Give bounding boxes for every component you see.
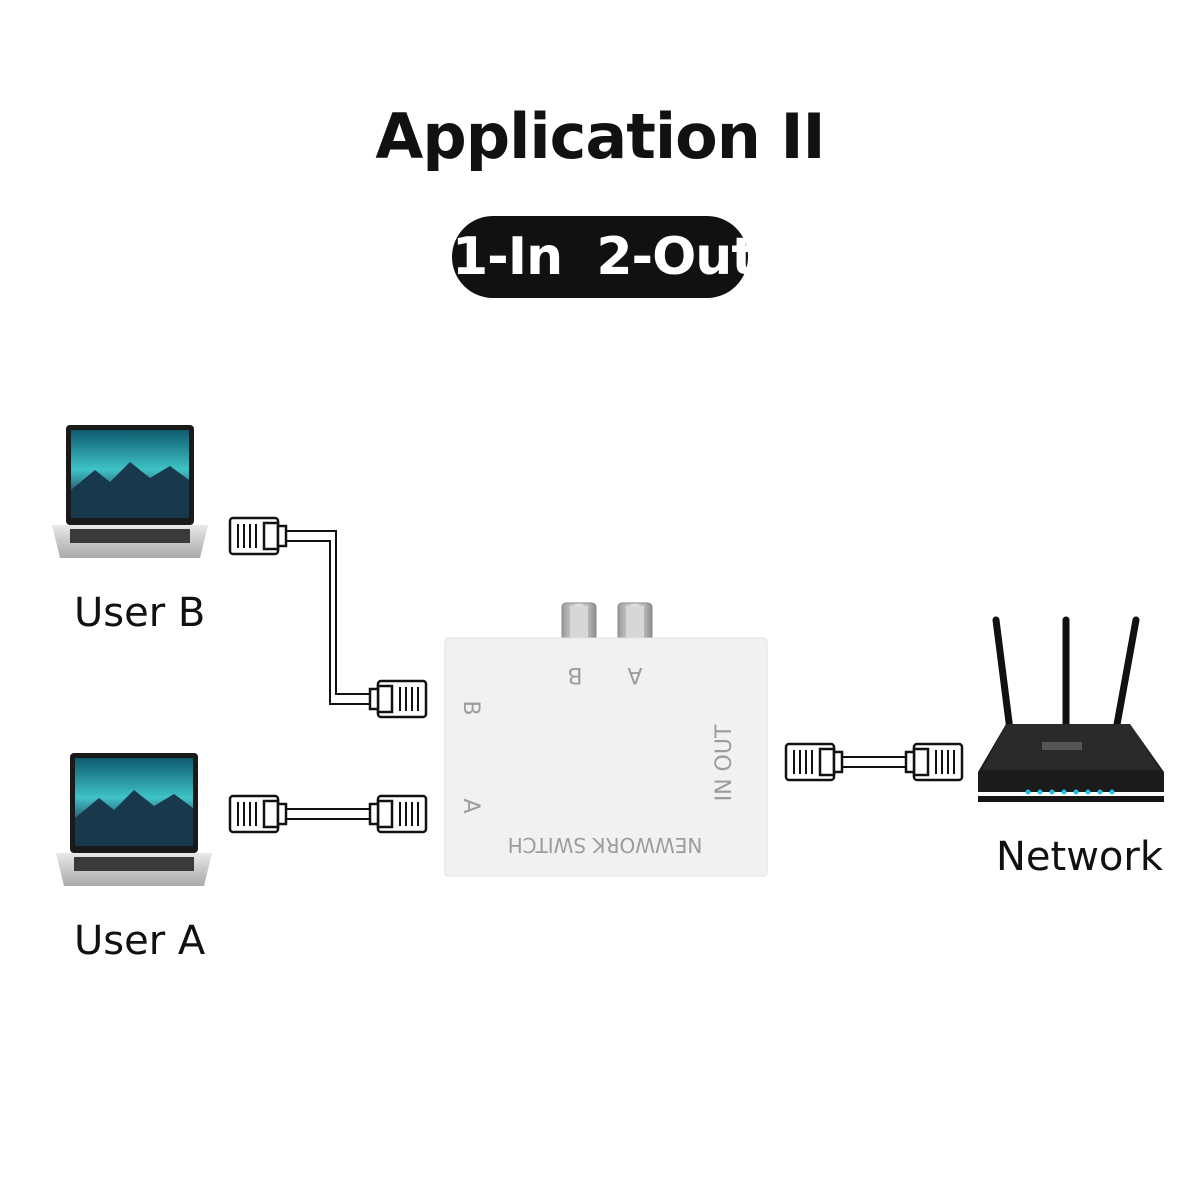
rj45-connector-user-a-switch [368,794,428,834]
rj45-connector-user-b-switch [368,679,428,719]
switch-top-port-a-label: A [627,662,642,687]
cable-user-a [286,808,374,820]
rj45-connector-network-switch [784,742,844,782]
rj45-connector-network-router [904,742,964,782]
user-b-label: User B [74,590,206,636]
switch-knob-b-icon [561,602,597,642]
router-icon [978,616,1164,802]
network-switch-body [444,637,768,877]
user-a-label: User A [74,918,206,964]
network-label: Network [996,834,1164,880]
cable-network [842,756,910,768]
switch-knob-a-icon [617,602,653,642]
cable-user-b [286,530,374,705]
switch-side-port-b-label: B [458,700,483,715]
laptop-user-a-icon [56,753,212,886]
switch-name-label: NEWWORK SWITCH [508,833,703,857]
rj45-connector-user-b-laptop [228,516,288,556]
laptop-user-b-icon [52,425,208,558]
switch-top-port-b-label: B [567,662,582,687]
diagram-title: Application II [375,100,825,173]
router-led-lights [1025,789,1115,795]
switch-in-out-label: IN OUT [712,724,737,801]
switch-side-port-a-label: A [458,798,483,813]
mode-badge: 1-In 2-Out [452,216,756,298]
rj45-connector-user-a-laptop [228,794,288,834]
